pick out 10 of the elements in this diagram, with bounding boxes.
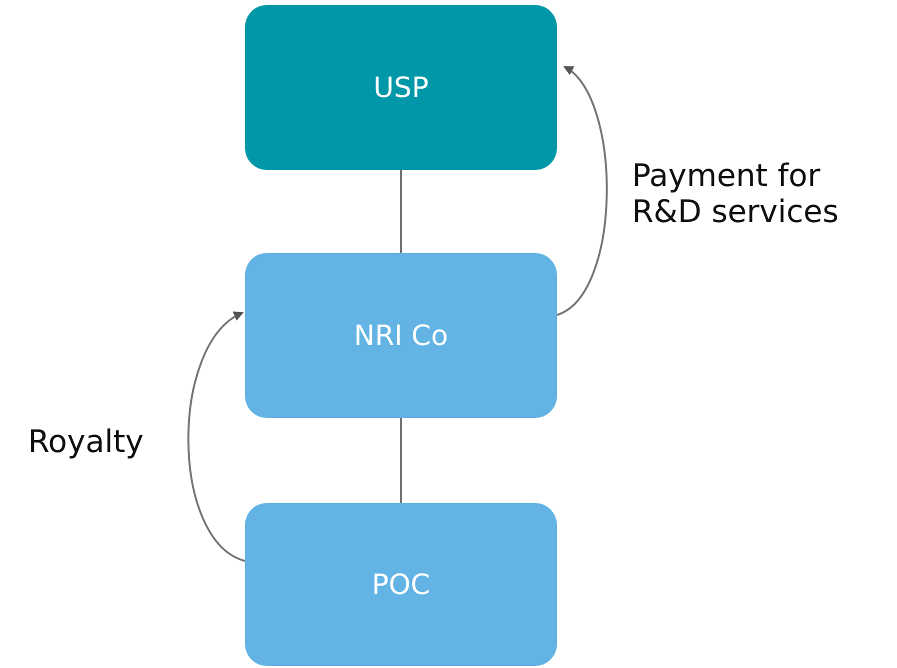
node-label: USP — [373, 71, 429, 104]
curved-arrow — [187, 312, 246, 562]
connector-line — [400, 418, 402, 503]
curved-arrow — [556, 66, 608, 316]
node-label: POC — [372, 568, 430, 601]
node-label: NRI Co — [354, 319, 448, 352]
process-box — [245, 5, 557, 170]
process-box — [245, 503, 557, 666]
connector-line — [400, 170, 402, 253]
process-box — [245, 253, 557, 418]
